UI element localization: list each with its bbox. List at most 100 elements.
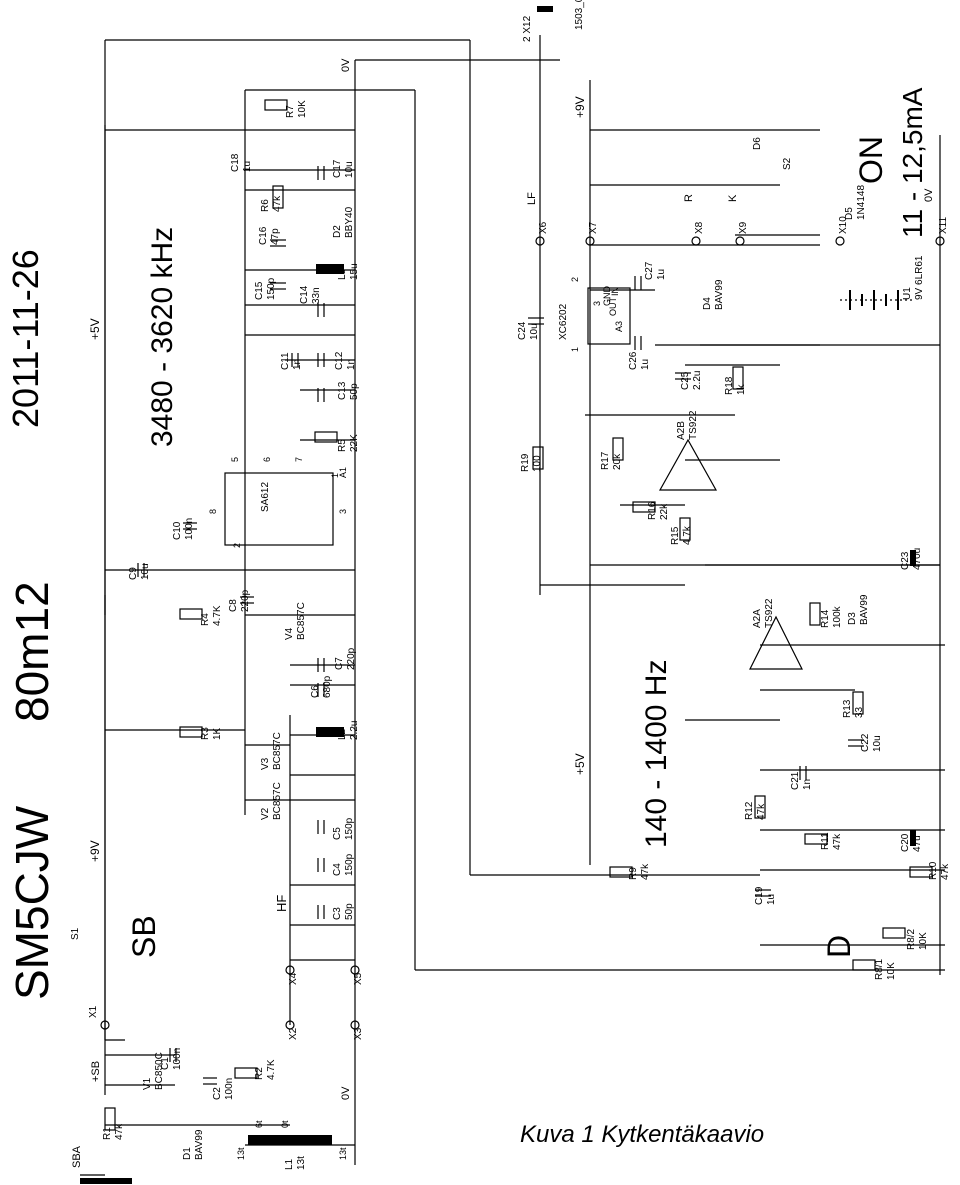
value-c6: 680p [322, 675, 333, 698]
r17-body [612, 437, 624, 461]
sb-label: SB [126, 915, 162, 958]
sa612-body [224, 472, 334, 546]
label-r8-2: R8/2 [906, 928, 917, 950]
pin-label-sa612: 6 [262, 457, 272, 462]
label-r2: R2 [254, 1067, 265, 1080]
rail-sb: +SB [90, 1061, 102, 1082]
r15-body [679, 517, 691, 541]
rail-r: R [683, 194, 695, 202]
label-r1: R1 [102, 1127, 113, 1140]
label-l1: L1 [284, 1158, 295, 1170]
label-v3: V3 [260, 757, 271, 770]
rail-hf: HF [274, 895, 289, 912]
conn-1503: 1503_02 [574, 0, 585, 30]
label-d2: D2 [332, 225, 343, 238]
rail-plus5v-top: +5V [88, 318, 102, 340]
x12-bar [537, 6, 553, 12]
value-c23: 470u [912, 548, 923, 570]
conn-x2: X2 [288, 1027, 299, 1040]
pin-label-xc6202: 3 [592, 301, 602, 306]
conn-x9: X9 [738, 221, 749, 234]
value-c24: 10u [529, 323, 540, 340]
label-c9: C9 [128, 567, 139, 580]
vfo-freq-label: 3480 - 3620 kHz [146, 227, 179, 447]
pin-label-sa612: 2 [232, 543, 242, 548]
label-c16: C16 [258, 226, 269, 245]
value-c1: 100n [172, 1048, 183, 1070]
l1-core [248, 1135, 332, 1145]
label-v2: V2 [260, 807, 271, 820]
conn-x10: X10 [838, 216, 849, 234]
label-r7: R7 [285, 105, 296, 118]
label-r9: R9 [628, 867, 639, 880]
value-r5: 22K [349, 434, 360, 452]
pin-label-xc6202: GND [602, 286, 612, 307]
label-c17: C17 [332, 159, 343, 178]
r19-body [532, 446, 544, 470]
connector-terminals [100, 236, 945, 1030]
r14-body [809, 602, 821, 626]
pin-label-sa612: 1 [330, 473, 340, 478]
band-heading: 80m12 [6, 581, 58, 722]
r7-body [264, 99, 288, 111]
r5-body [314, 431, 338, 443]
pin-label-l1_taps: 13t [338, 1147, 348, 1160]
date-heading: 2011-11-26 [5, 249, 46, 428]
pin-label-sa612: 8 [208, 509, 218, 514]
r10-body [909, 866, 933, 878]
rail-lf: LF [526, 192, 538, 205]
value-v1: BC850C [154, 1052, 165, 1090]
value-c12: 1n [346, 359, 357, 370]
label-c15: C15 [254, 281, 265, 300]
value-r1: 47k [114, 1123, 125, 1140]
r13-body [852, 691, 864, 715]
value-a2b: TS922 [688, 410, 699, 440]
pin-label-l1_taps: 13t [236, 1147, 246, 1160]
r1-body [104, 1107, 116, 1131]
label-c25: C25 [680, 371, 691, 390]
value-r19: 100 [532, 455, 543, 472]
value-d1: BAV99 [194, 1129, 205, 1160]
label-c3: C3 [332, 907, 343, 920]
pin-label-sa612: 3 [338, 509, 348, 514]
pin-label-xc6202: 2 [570, 277, 580, 282]
conn-x8: X8 [694, 221, 705, 234]
conn-x7: X7 [588, 221, 599, 234]
conn-x3: X3 [353, 1027, 364, 1040]
label-r6: R6 [260, 199, 271, 212]
label-c26: C26 [628, 351, 639, 370]
r4-body [179, 608, 203, 620]
c23-cap [910, 550, 916, 566]
opamp-a2b-symbol [658, 438, 718, 491]
label-c13: C13 [337, 381, 348, 400]
sba-bar [80, 1178, 132, 1184]
label-l3: L3 [337, 268, 348, 280]
label-r5: R5 [337, 439, 348, 452]
label-c12: C12 [334, 351, 345, 370]
pin-label-xc6202: 1 [570, 347, 580, 352]
label-c21: C21 [790, 771, 801, 790]
label-a2b: A2B [676, 421, 687, 440]
label-c10: C10 [172, 521, 183, 540]
af-freq-label: 140 - 1400 Hz [640, 660, 673, 848]
on-label: ON [853, 136, 889, 184]
label-c4: C4 [332, 863, 343, 876]
label-r15: R15 [670, 526, 681, 545]
pin-label-sa612: 5 [230, 457, 240, 462]
label-c7: C7 [334, 657, 345, 670]
label-sa612: SA612 [260, 482, 271, 512]
label-r8-1: R8/1 [874, 958, 885, 980]
r8-1-body [852, 959, 876, 971]
value-c13: 50p [349, 383, 360, 400]
value-c9: 10u [140, 563, 151, 580]
value-d4: BAV99 [714, 279, 725, 310]
conn-x12: 2 X12 [522, 15, 533, 42]
conn-x1: X1 [88, 1005, 99, 1018]
value-r9: 47k [640, 863, 651, 880]
capacitors [137, 166, 864, 1085]
label-s2: S2 [782, 157, 793, 170]
value-r15: 4.7k [682, 525, 693, 545]
rail-0v-bottom: 0V [340, 1086, 352, 1100]
l3-inductor [316, 264, 344, 274]
